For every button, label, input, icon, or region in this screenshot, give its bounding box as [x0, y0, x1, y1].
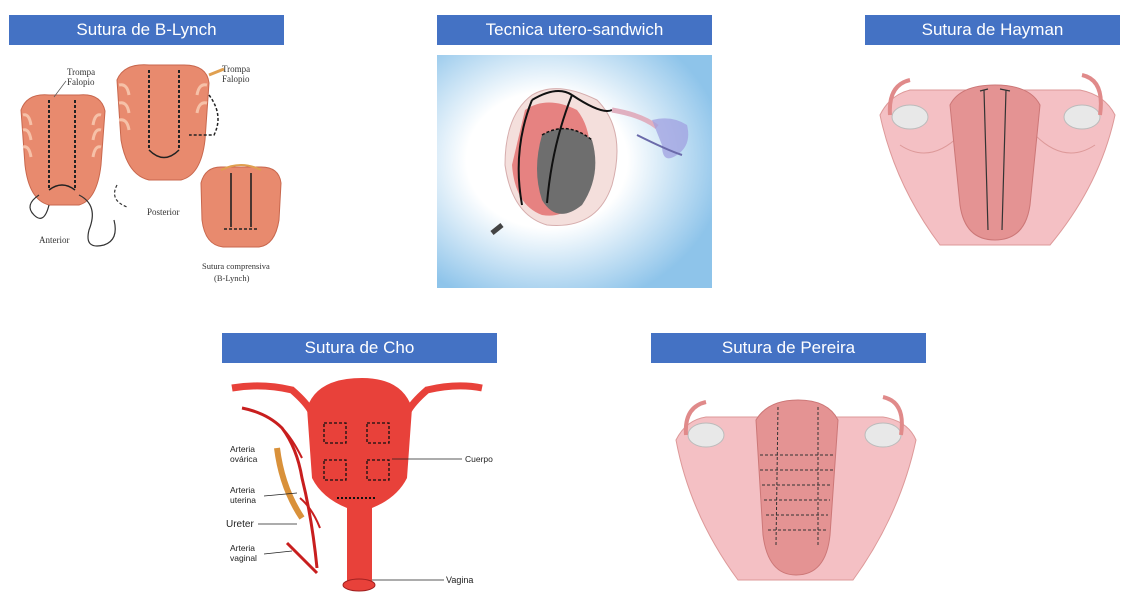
title-utero-sandwich: Tecnica utero-sandwich	[486, 20, 664, 40]
uterus-compressed-drawing	[201, 165, 281, 247]
title-cho: Sutura de Cho	[305, 338, 415, 358]
label-caption-line1: Sutura comprensiva	[202, 261, 270, 271]
header-hayman: Sutura de Hayman	[865, 15, 1120, 45]
header-cho: Sutura de Cho	[222, 333, 497, 363]
label-arteria-uterina-line1: Arteria	[230, 485, 255, 495]
label-posterior: Posterior	[147, 207, 180, 217]
label-tube-1-line1: Trompa	[67, 67, 95, 77]
label-caption-line2: (B-Lynch)	[214, 273, 250, 283]
label-tube-2-line1: Trompa	[222, 64, 250, 74]
label-tube-1-line2: Falopio	[67, 77, 95, 87]
label-arteria-vaginal-line1: Arteria	[230, 543, 255, 553]
label-ureter: Ureter	[226, 519, 254, 530]
label-arteria-uterina-line2: uterina	[230, 495, 256, 505]
header-utero-sandwich: Tecnica utero-sandwich	[437, 15, 712, 45]
label-arteria-ovarica-line1: Arteria	[230, 444, 255, 454]
title-hayman: Sutura de Hayman	[922, 20, 1064, 40]
label-vagina: Vagina	[446, 575, 473, 585]
title-b-lynch: Sutura de B-Lynch	[76, 20, 216, 40]
b-lynch-illustration: Trompa Falopio Trompa Falopio Anterior P…	[9, 55, 284, 288]
pereira-illustration	[668, 385, 923, 590]
label-arteria-vaginal-line2: vaginal	[230, 553, 257, 563]
utero-sandwich-illustration	[437, 55, 712, 288]
hayman-illustration	[870, 55, 1120, 255]
title-pereira: Sutura de Pereira	[722, 338, 855, 358]
label-tube-2-line2: Falopio	[222, 74, 250, 84]
cho-illustration: Arteria ovárica Arteria uterina Ureter A…	[222, 368, 507, 597]
label-arteria-ovarica-line2: ovárica	[230, 454, 258, 464]
label-anterior: Anterior	[39, 235, 70, 245]
header-b-lynch: Sutura de B-Lynch	[9, 15, 284, 45]
header-pereira: Sutura de Pereira	[651, 333, 926, 363]
label-cuerpo: Cuerpo	[465, 454, 493, 464]
